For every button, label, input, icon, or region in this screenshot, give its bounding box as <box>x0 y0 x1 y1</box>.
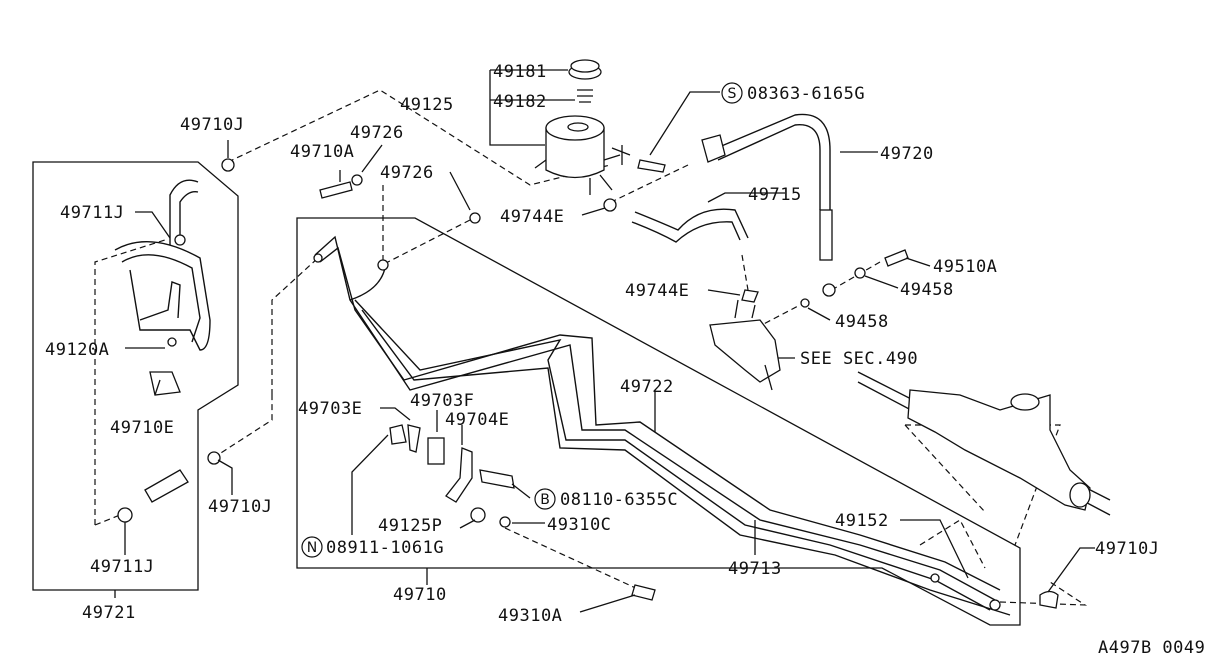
label-49458-a: 49458 <box>900 280 954 300</box>
label-49152: 49152 <box>835 511 889 531</box>
part-labels: 49181 49182 49125 08363-6165G 49710J 497… <box>45 62 1205 658</box>
label-49715: 49715 <box>748 185 802 205</box>
symbol-s: S <box>721 82 743 104</box>
svg-text:N: N <box>307 540 317 556</box>
label-08110-6355c: 08110-6355C <box>560 490 678 510</box>
label-49744e-b: 49744E <box>625 281 689 301</box>
label-49703f: 49703F <box>410 391 474 411</box>
label-49120a: 49120A <box>45 340 109 360</box>
label-49181: 49181 <box>493 62 547 82</box>
symbol-n: N <box>301 536 323 558</box>
label-49182: 49182 <box>493 92 547 112</box>
label-49710a: 49710A <box>290 142 354 162</box>
label-49125p: 49125P <box>378 516 442 536</box>
label-49125: 49125 <box>400 95 454 115</box>
assembly-49710-outline <box>296 217 1021 626</box>
label-49710: 49710 <box>393 585 447 605</box>
label-49726-b: 49726 <box>380 163 434 183</box>
label-49310c: 49310C <box>547 515 611 535</box>
kit-49721-outline <box>32 161 239 591</box>
label-49458-b: 49458 <box>835 312 889 332</box>
symbol-b: B <box>534 488 556 510</box>
label-49704e: 49704E <box>445 410 509 430</box>
label-49710j-right: 49710J <box>1095 539 1159 559</box>
hose-49715 <box>631 208 749 243</box>
diagram-code: A497B 0049 <box>1098 638 1205 658</box>
pipe-assembly-49710 <box>313 235 1011 616</box>
brackets-and-fasteners <box>207 158 1059 609</box>
steering-gear-assembly <box>709 299 1111 516</box>
label-49726-a: 49726 <box>350 123 404 143</box>
label-49744e-a: 49744E <box>500 207 564 227</box>
hose-49720 <box>701 113 836 297</box>
label-49722: 49722 <box>620 377 674 397</box>
label-see-sec-490: SEE SEC.490 <box>800 349 918 369</box>
label-49703e: 49703E <box>298 399 362 419</box>
label-49713: 49713 <box>728 559 782 579</box>
label-49710j-top: 49710J <box>180 115 244 135</box>
label-49510a: 49510A <box>933 257 997 277</box>
kit-pipes-49721 <box>114 179 211 523</box>
svg-text:B: B <box>540 492 550 508</box>
label-49710e: 49710E <box>110 418 174 438</box>
label-08911-1061g: 08911-1061G <box>326 538 444 558</box>
label-49711j-b: 49711J <box>90 557 154 577</box>
label-49310a: 49310A <box>498 606 562 626</box>
label-08363-6165g: 08363-6165G <box>747 84 865 104</box>
reservoir-tank <box>534 59 631 195</box>
label-49711j-a: 49711J <box>60 203 124 223</box>
leader-lines <box>114 69 1095 613</box>
svg-text:S: S <box>728 86 737 102</box>
label-49720: 49720 <box>880 144 934 164</box>
label-49710j-mid: 49710J <box>208 497 272 517</box>
label-49721: 49721 <box>82 603 136 623</box>
